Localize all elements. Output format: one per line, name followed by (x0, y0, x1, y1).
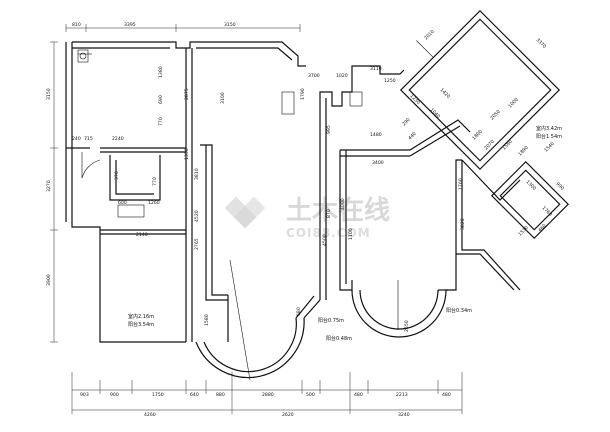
top-dim-2: 3395 (124, 22, 136, 28)
int-dim: 2875 (184, 88, 190, 100)
int-dim: 1380 (158, 66, 164, 78)
int-dim: 1300 (525, 179, 538, 192)
top-dimensions: 810 3395 3150 (65, 22, 301, 32)
bottom-dimensions: 903 900 1750 640 880 2880 500 480 2213 4… (71, 372, 463, 418)
int-dim: 1480 (370, 132, 382, 138)
int-dim: 460 (537, 223, 547, 233)
bottom-dim: 880 (216, 392, 225, 398)
top-dim-3: 3150 (224, 22, 236, 28)
int-dim: 4500 (322, 234, 328, 246)
int-dim: 3100 (220, 92, 226, 104)
bottom-total-dim: 2620 (282, 412, 294, 418)
top-dim-1: 810 (72, 22, 81, 28)
bottom-dim: 500 (306, 392, 315, 398)
int-dim: 240 (72, 136, 81, 142)
bottom-dim: 640 (190, 392, 199, 398)
int-dim: 2240 (112, 136, 124, 142)
int-dim: 370 (114, 171, 120, 180)
bottom-dim: 480 (442, 392, 451, 398)
int-dim: 1000 (507, 97, 520, 110)
right-top-dimensions: 2010 3370 (423, 29, 547, 50)
int-dim: 1580 (501, 139, 514, 152)
int-dim: 440 (407, 131, 417, 141)
int-dim: 4520 (194, 210, 200, 222)
int-dim: 1790 (300, 88, 306, 100)
int-dim: 1350 (184, 148, 190, 160)
int-dim: 4000 (340, 198, 346, 210)
right-top-dim-2: 3370 (535, 37, 548, 50)
left-dim-2: 3270 (46, 180, 52, 192)
int-dim: 1250 (384, 78, 396, 84)
watermark-main: 土木在线 (286, 196, 390, 226)
bottom-dim: 2213 (396, 392, 408, 398)
int-dim: 990 (555, 181, 565, 191)
int-dim: 1890 (517, 145, 530, 158)
int-dim: 1040 (429, 107, 442, 120)
int-dim: 690 (158, 95, 164, 104)
rotated-room (399, 9, 561, 171)
rotated-annex (490, 160, 570, 240)
int-dim: 2765 (194, 238, 200, 250)
room-b-line1: 室内3.42m (536, 125, 562, 132)
room-b-line2: 阳台1.54m (536, 133, 562, 140)
bottom-dim: 1750 (152, 392, 164, 398)
int-dim: 600 (118, 200, 127, 206)
bottom-total-dim: 3240 (398, 412, 410, 418)
right-unit-walls (281, 65, 521, 338)
int-dim: 870 (326, 209, 332, 218)
int-dim: 3110 (370, 66, 382, 72)
int-dim: 1540 (543, 141, 556, 154)
left-unit-walls (65, 41, 306, 343)
int-dim: 3400 (372, 160, 384, 166)
watermark-logo-icon (224, 196, 266, 229)
bottom-dim: 900 (110, 392, 119, 398)
int-dim: 2550 (404, 320, 410, 332)
room-labels: 室内2.16m 阳台3.54m 室内3.42m 阳台1.54m 阳台0.75m … (128, 125, 562, 342)
int-dim: 1100 (348, 228, 354, 240)
right-top-dim-1: 2010 (423, 29, 436, 42)
int-dim: 3700 (308, 73, 320, 79)
arc-label-1: 阳台0.75m (318, 317, 344, 324)
bottom-dim: 2880 (262, 392, 274, 398)
int-dim: 3810 (194, 168, 200, 180)
int-dim: 1020 (336, 73, 348, 79)
bottom-dim: 903 (80, 392, 89, 398)
bottom-total-dim: 4260 (144, 412, 156, 418)
watermark: 土木在线 COI88.COM (224, 196, 390, 240)
int-dim: 3820 (460, 218, 466, 230)
int-dim: 770 (158, 117, 164, 126)
int-dim: 1260 (148, 200, 160, 206)
arc-label-3: 阳台0.34m (446, 307, 472, 314)
int-dim: 2140 (136, 232, 148, 238)
left-dim-3: 3900 (46, 274, 52, 286)
int-dim: 1800 (471, 129, 484, 142)
int-dim: 1420 (439, 87, 452, 100)
int-dim: 1580 (204, 314, 210, 326)
int-dim: 2050 (489, 109, 502, 122)
int-dim: 770 (152, 177, 158, 186)
watermark-sub: COI88.COM (286, 226, 371, 240)
int-dim: 1760 (458, 178, 464, 190)
room-a-line1: 室内2.16m (128, 313, 154, 320)
left-dim-1: 3150 (46, 88, 52, 100)
bottom-dim: 480 (354, 392, 363, 398)
int-dim: 2070 (483, 139, 496, 152)
int-dim: 580 (296, 307, 302, 316)
middle-balcony (195, 259, 321, 381)
left-dimensions: 3150 3270 3900 (46, 41, 58, 343)
int-dim: 290 (401, 117, 411, 127)
arc-label-2: 阳台0.48m (326, 335, 352, 342)
int-dim: 715 (84, 136, 93, 142)
int-dim: 995 (326, 125, 332, 134)
int-dim: 1760 (541, 205, 554, 218)
room-a-line2: 阳台3.54m (128, 321, 154, 328)
